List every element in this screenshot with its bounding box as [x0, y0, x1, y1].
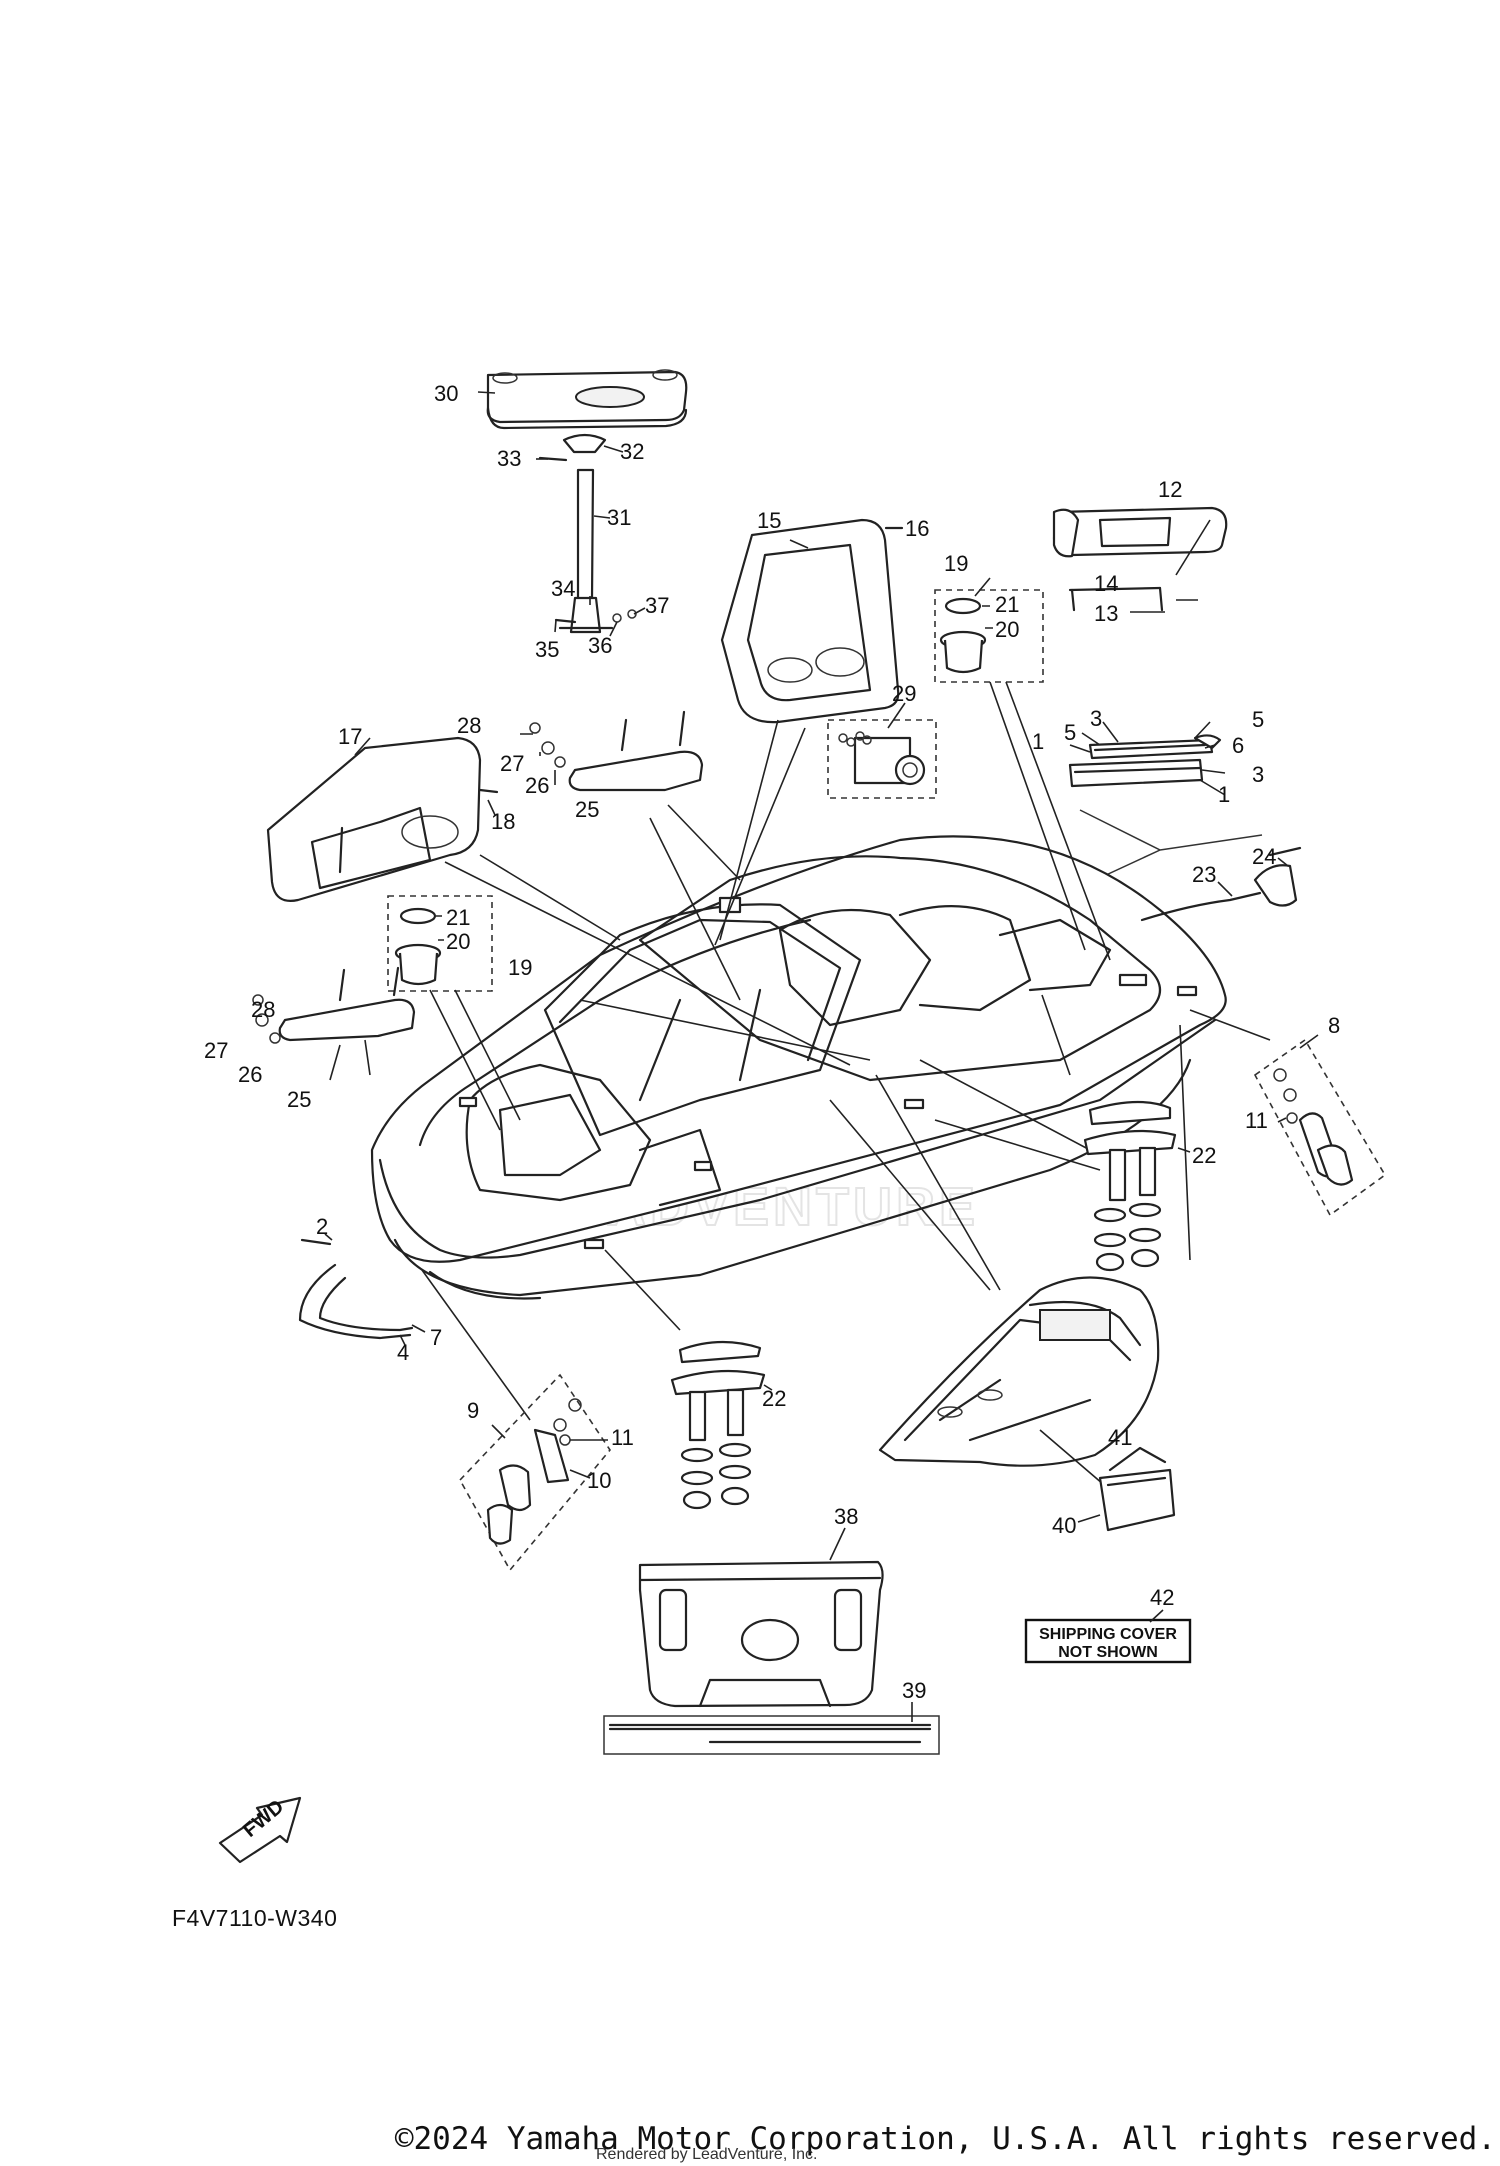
- shipping-cover-note: SHIPPING COVER NOT SHOWN: [1024, 1609, 1192, 1664]
- callout-9: 9: [467, 1398, 479, 1423]
- swim-step-assembly: [1052, 506, 1228, 613]
- callout-15: 15: [757, 508, 781, 533]
- callout-8: 8: [1328, 1013, 1340, 1038]
- part-code: F4V7110-W340: [172, 1905, 338, 1931]
- callout-17: 17: [338, 724, 362, 749]
- grab-handle-lower: [252, 966, 416, 1044]
- callout-23: 23: [1192, 862, 1216, 887]
- glovebox-liner: [720, 518, 904, 724]
- callout-27: 27: [204, 1038, 228, 1063]
- callout-24: 24: [1252, 844, 1276, 869]
- cup-holder-box-upper: [934, 577, 1044, 683]
- callout-12: 12: [1158, 477, 1182, 502]
- callout-5: 5: [1252, 707, 1264, 732]
- callout-32: 32: [620, 439, 644, 464]
- cup-holder-box-lower: [387, 895, 493, 992]
- callout-2: 2: [316, 1214, 328, 1239]
- callout-3: 3: [1252, 762, 1264, 787]
- callout-25: 25: [287, 1087, 311, 1112]
- callout-14: 14: [1094, 571, 1118, 596]
- callout-40: 40: [1052, 1513, 1076, 1538]
- tow-bracket-assembly: [1068, 721, 1263, 889]
- callout-21: 21: [995, 592, 1019, 617]
- callout-19: 19: [508, 955, 532, 980]
- callout-28: 28: [457, 713, 481, 738]
- callout-26: 26: [238, 1062, 262, 1087]
- switch-panel: [827, 702, 937, 799]
- callout-11: 11: [1245, 1108, 1268, 1133]
- callout-31: 31: [607, 505, 631, 530]
- callout-27: 27: [500, 751, 524, 776]
- callout-5: 5: [1064, 720, 1076, 745]
- callout-1: 1: [1032, 729, 1044, 754]
- svg-text:NOT SHOWN: NOT SHOWN: [1058, 1644, 1158, 1661]
- callout-30: 30: [434, 381, 458, 406]
- callout-11: 11: [611, 1425, 634, 1450]
- callout-21: 21: [446, 905, 470, 930]
- cleat-assembly-right: [1083, 1100, 1191, 1272]
- callout-22: 22: [762, 1386, 786, 1411]
- callout-4: 4: [397, 1340, 409, 1365]
- callout-10: 10: [587, 1468, 611, 1493]
- callout-1: 1: [1218, 782, 1230, 807]
- callout-35: 35: [535, 637, 559, 662]
- cooler: [638, 1527, 884, 1708]
- cleat-assembly-left: [670, 1340, 773, 1510]
- callout-22: 22: [1192, 1143, 1216, 1168]
- table-assembly: [477, 369, 688, 637]
- tow-eye-right: [1253, 1034, 1387, 1217]
- forward-arrow-icon: FWD: [218, 1796, 302, 1864]
- callout-13: 13: [1094, 601, 1118, 626]
- rendered-by-notice: Rendered by LeadVenture, Inc.: [596, 2146, 818, 2163]
- callout-7: 7: [430, 1325, 442, 1350]
- callout-39: 39: [902, 1678, 926, 1703]
- callout-3: 3: [1090, 706, 1102, 731]
- tow-eye-left: [459, 1373, 611, 1572]
- grab-handle-upper: [520, 710, 704, 792]
- callout-38: 38: [834, 1504, 858, 1529]
- callout-33: 33: [497, 446, 521, 471]
- callout-20: 20: [446, 929, 470, 954]
- callout-29: 29: [892, 681, 916, 706]
- pole-kit: [603, 1702, 940, 1755]
- callout-25: 25: [575, 797, 599, 822]
- callout-16: 16: [905, 516, 929, 541]
- detail-inset: [878, 1276, 1176, 1532]
- callout-34: 34: [551, 576, 575, 601]
- callout-36: 36: [588, 633, 612, 658]
- callout-6: 6: [1232, 733, 1244, 758]
- callout-37: 37: [645, 593, 669, 618]
- leader-lines: [329, 681, 1271, 1421]
- callout-20: 20: [995, 617, 1019, 642]
- bow-cable: [298, 1233, 426, 1346]
- callout-19: 19: [944, 551, 968, 576]
- callout-26: 26: [525, 773, 549, 798]
- storage-liner: [266, 736, 499, 902]
- copyright-notice: ©2024 Yamaha Motor Corporation, U.S.A. A…: [394, 2121, 1496, 2157]
- callout-28: 28: [251, 997, 275, 1022]
- svg-text:SHIPPING COVER: SHIPPING COVER: [1039, 1626, 1177, 1643]
- callout-18: 18: [491, 809, 515, 834]
- callout-42: 42: [1150, 1585, 1174, 1610]
- callout-labels: 1 1 2 3 3 4 5 5 6 7 8 9 10 11 11 12 13 1…: [204, 381, 1340, 1703]
- callout-41: 41: [1108, 1425, 1132, 1450]
- boat-deck: [370, 835, 1302, 1300]
